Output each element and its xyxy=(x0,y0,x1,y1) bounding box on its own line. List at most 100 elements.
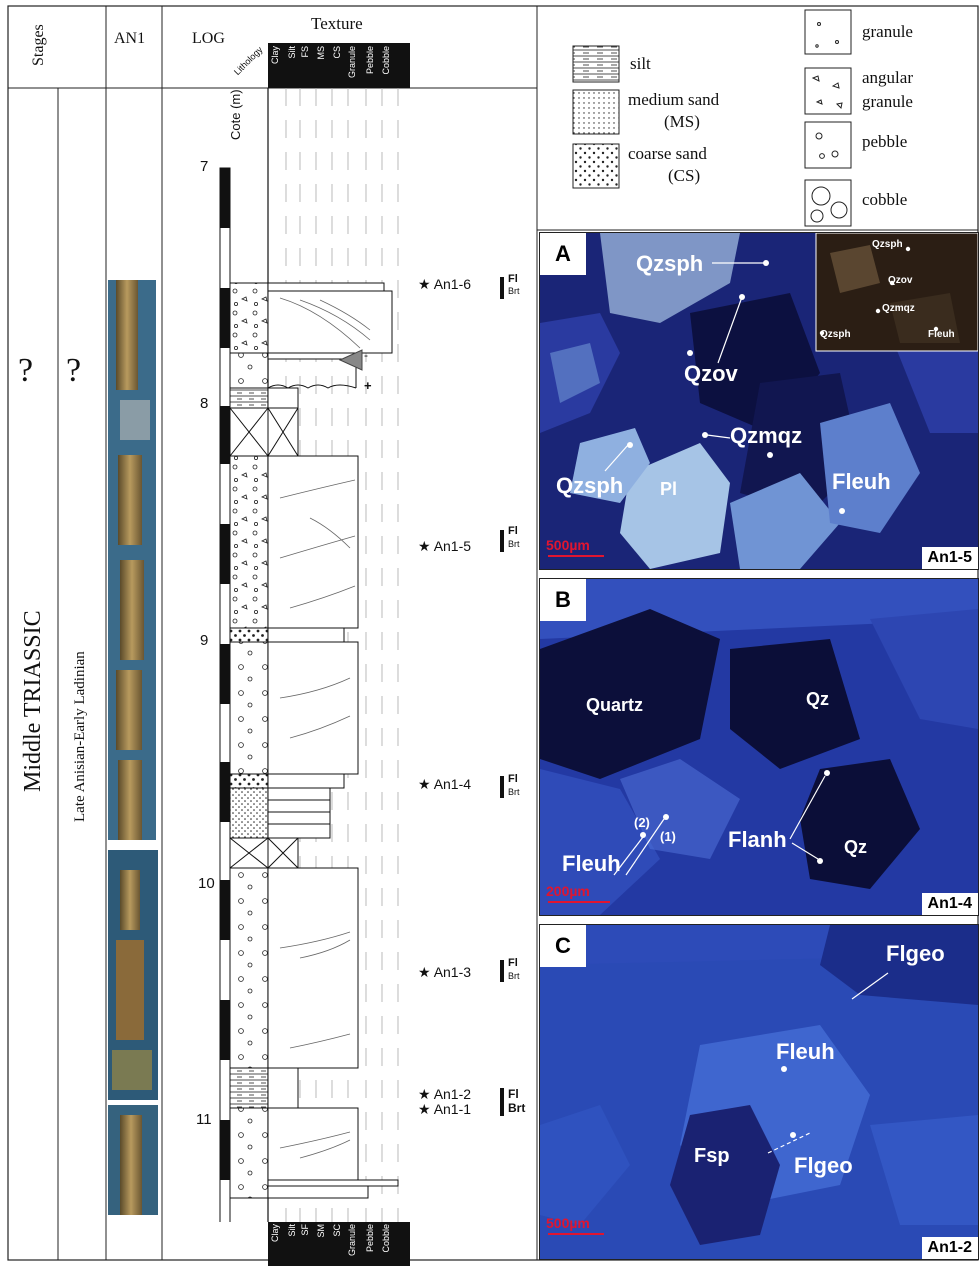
b-sample-tag: An1-4 xyxy=(921,893,978,915)
c-fsp: Fsp xyxy=(694,1145,730,1167)
an1-header: AN1 xyxy=(114,30,146,47)
trend-triangle xyxy=(338,349,363,371)
tex-granule: Granule xyxy=(347,46,357,79)
texb-granule: Granule xyxy=(347,1224,357,1257)
depth-8: 8 xyxy=(200,395,209,412)
stage-unknown-2: ? xyxy=(66,352,82,389)
legend-granule: granule xyxy=(862,22,913,41)
cote-bar xyxy=(219,167,231,1222)
b-scale-label: 200µm xyxy=(546,883,590,899)
legend xyxy=(572,9,852,227)
tex-cobble: Cobble xyxy=(381,46,391,75)
c-flgeo-2: Flgeo xyxy=(794,1153,853,1178)
texb-sc: SC xyxy=(332,1224,342,1237)
sample-name: An1-4 xyxy=(433,776,472,792)
fl-label: Fl xyxy=(508,773,518,785)
c-sample-tag: An1-2 xyxy=(921,1237,978,1259)
fl-label: Fl xyxy=(508,273,518,285)
core-photo-strip xyxy=(108,280,158,1215)
texb-sm: SM xyxy=(316,1224,326,1238)
b-qz-2: Qz xyxy=(844,837,868,857)
sample-name: An1-3 xyxy=(433,964,472,980)
trend-plus: + xyxy=(364,378,372,393)
legend-medium-sand: medium sand xyxy=(628,90,720,109)
tex-clay: Clay xyxy=(270,46,280,65)
legend-cobble: cobble xyxy=(862,190,908,209)
b-qz-1: Qz xyxy=(806,689,830,709)
stages-header: Stages xyxy=(30,24,47,66)
depth-9: 9 xyxy=(200,632,209,649)
texb-cobble: Cobble xyxy=(381,1224,391,1253)
depth-11: 11 xyxy=(196,1111,212,1128)
brt-label: Brt xyxy=(508,286,520,296)
fl-brt-bar xyxy=(500,530,504,552)
sample-name: An1-1 xyxy=(433,1101,472,1117)
stage-unknown-1: ? xyxy=(18,352,34,389)
a-fleuh: Fleuh xyxy=(832,469,891,494)
a-qzov: Qzov xyxy=(684,361,738,386)
brt-label: Brt xyxy=(508,971,520,981)
depth-7: 7 xyxy=(200,158,209,175)
a-inset-fleuh: Fleuh xyxy=(928,329,955,340)
brt-label: Brt xyxy=(508,787,520,797)
depth-10: 10 xyxy=(198,875,215,892)
stratigraphic-log xyxy=(219,88,399,1222)
texture-bar-top xyxy=(268,43,410,88)
star-icon: ★ xyxy=(418,538,431,554)
sample-name: An1-6 xyxy=(433,276,472,292)
a-sample-tag: An1-5 xyxy=(921,547,978,569)
a-inset-qzmqz: Qzmqz xyxy=(882,303,915,314)
fl-label: Fl xyxy=(508,957,518,969)
sample-an1-4: ★ An1-4 xyxy=(418,776,471,793)
a-inset-qzov: Qzov xyxy=(888,275,913,286)
a-scale-bar xyxy=(548,555,604,557)
brt-label: Brt xyxy=(508,1101,526,1115)
star-icon: ★ xyxy=(418,964,431,980)
period-label: Middle TRIASSIC xyxy=(20,610,46,792)
sample-an1-1: ★ An1-1 xyxy=(418,1101,471,1118)
fl-label: Fl xyxy=(508,1087,519,1101)
star-icon: ★ xyxy=(418,1101,431,1117)
trend-minus: - xyxy=(364,348,368,362)
sample-an1-2: ★ An1-2 xyxy=(418,1086,471,1103)
b-fleuh: Fleuh xyxy=(562,851,621,876)
sample-name: An1-5 xyxy=(433,538,472,554)
legend-coarse-sand: coarse sand xyxy=(628,144,707,163)
sample-an1-5: ★ An1-5 xyxy=(418,538,471,555)
c-fleuh: Fleuh xyxy=(776,1039,835,1064)
sample-an1-6: ★ An1-6 xyxy=(418,276,471,293)
texb-silt: Silt xyxy=(287,1224,297,1237)
micrograph-panel-c: C Flgeo Fleuh Fsp Flgeo 500µm An1-2 xyxy=(539,924,979,1260)
micrograph-panel-a: A Qzsph Qzov Qzmqz Qzsph Pl Fleuh Qzsph … xyxy=(539,232,979,570)
sample-an1-3: ★ An1-3 xyxy=(418,964,471,981)
legend-ms: (MS) xyxy=(664,112,700,131)
legend-pebble: pebble xyxy=(862,132,908,151)
texture-header: Texture xyxy=(311,14,363,33)
star-icon: ★ xyxy=(418,1086,431,1102)
panel-c-letter: C xyxy=(540,925,586,967)
tex-fs: FS xyxy=(300,46,310,58)
star-icon: ★ xyxy=(418,776,431,792)
a-inset-qzsph: Qzsph xyxy=(872,239,903,250)
texb-sf: SF xyxy=(300,1224,310,1236)
legend-angular: angular xyxy=(862,68,913,87)
micrograph-panel-b: B Quartz Qz Qz (2) (1) Fleuh Flanh 200µm… xyxy=(539,578,979,916)
c-scale-label: 500µm xyxy=(546,1215,590,1231)
fl-label: Fl xyxy=(508,525,518,537)
fl-brt-bar xyxy=(500,960,504,982)
brt-label: Brt xyxy=(508,539,520,549)
legend-angular-granule: granule xyxy=(862,92,913,111)
c-scale-bar xyxy=(548,1233,604,1235)
b-num-1: (1) xyxy=(660,829,676,844)
fl-brt-bar xyxy=(500,277,504,299)
a-scale-label: 500µm xyxy=(546,537,590,553)
texb-clay: Clay xyxy=(270,1224,280,1243)
texture-bar-bottom xyxy=(268,1222,410,1266)
age-label: Late Anisian-Early Ladinian xyxy=(72,651,88,822)
a-qzsph-2: Qzsph xyxy=(556,473,624,498)
b-scale-bar xyxy=(548,901,610,903)
a-qzmqz: Qzmqz xyxy=(730,423,803,448)
fl-brt-bar xyxy=(500,1088,504,1116)
tex-cs: CS xyxy=(332,46,342,59)
